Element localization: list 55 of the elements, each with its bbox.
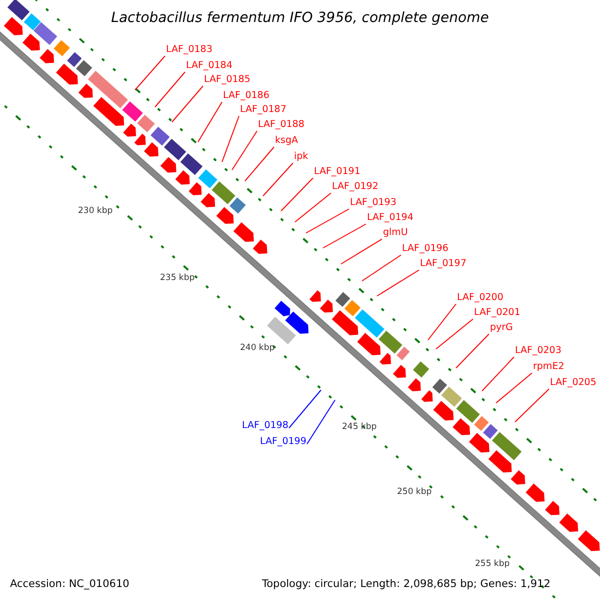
gene-label: LAF_0184 [186,60,232,72]
leader-line [288,390,322,428]
gene-label: LAF_0203 [515,345,562,357]
scale-label: 245 kbp [342,421,377,433]
leader-line [436,318,474,350]
leader-line [496,372,532,404]
leader-line [306,400,336,444]
leader-line [134,56,166,90]
gene-label: LAF_0198 [242,420,288,432]
gene-label: LAF_0199 [260,436,306,448]
leader-line [232,130,258,170]
leader-line [262,162,294,196]
gene-label: ksgA [275,135,298,147]
gene-label: LAF_0201 [474,307,520,319]
gene-label: rpmE2 [533,361,564,373]
leader-line [362,254,402,282]
gene-label: LAF_0187 [240,104,286,116]
leader-line [154,72,186,108]
scale-label: 235 kbp [160,272,195,284]
leader-line [294,192,332,222]
leader-line [244,146,274,182]
gene-label: LAF_0197 [420,258,466,270]
leader-line [322,224,366,248]
leader-line [198,102,222,142]
gene-label: LAF_0188 [258,119,304,131]
scale-label: 250 kbp [397,486,432,498]
gene-label: pyrG [490,322,513,334]
gene-label: LAF_0191 [314,166,360,178]
leader-line [340,238,382,264]
leader-line [428,304,456,340]
scale-label: 240 kbp [240,342,275,354]
leader-line [482,356,514,392]
gene-label: LAF_0185 [204,74,250,86]
gene-label: LAF_0194 [367,212,414,224]
leader-line [376,270,420,296]
gene-label: LAF_0200 [457,292,504,304]
gene-label: LAF_0192 [332,181,378,193]
gene-label: ipk [294,151,308,163]
leader-line [280,178,314,212]
footer-note: Accession: NC_010610 [10,577,130,591]
leader-line [306,208,350,234]
leader-line [172,86,204,122]
leader-line [514,388,550,422]
gene-label: LAF_0196 [402,243,448,255]
footer-note: Topology: circular; Length: 2,098,685 bp; Genes: 1,912 [262,577,550,591]
gene-label: LAF_0183 [166,44,212,56]
scale-label: 255 kbp [475,558,510,570]
gene-label: LAF_0193 [350,197,396,209]
gene-label: glmU [383,227,408,239]
scale-label: 230 kbp [78,205,113,217]
gene-label: LAF_0186 [223,90,270,102]
leader-line [222,116,240,162]
diagram-title: Lactobacillus fermentum IFO 3956, complete genome [110,10,490,27]
leader-line [456,334,490,368]
gene-label: LAF_0205 [550,377,596,389]
